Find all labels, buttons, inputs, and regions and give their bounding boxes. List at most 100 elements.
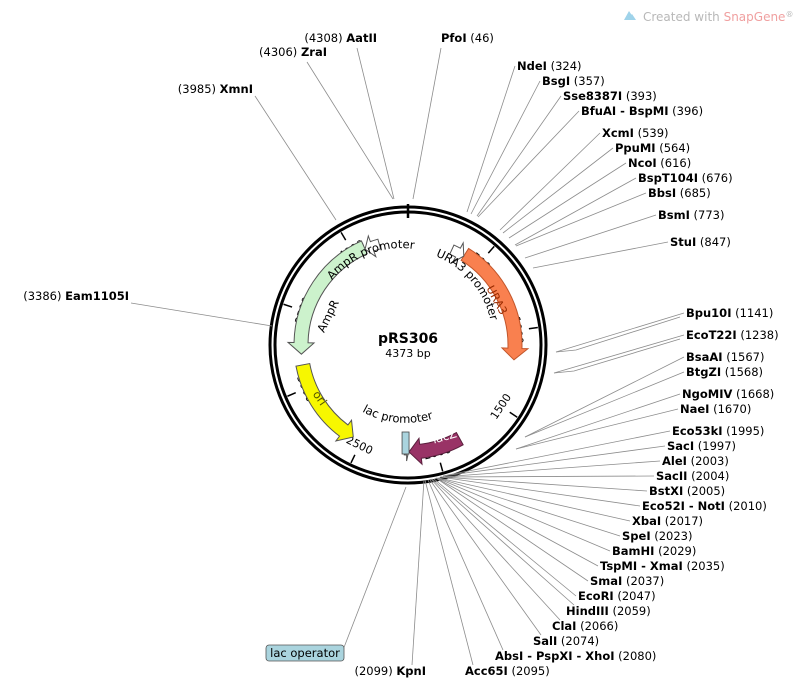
leader-bsmi — [524, 214, 657, 259]
ampr-promoter-arrow — [364, 234, 382, 258]
leader-sacii — [440, 475, 655, 478]
leader-xmni — [254, 95, 337, 221]
leader-stui — [532, 241, 669, 269]
site-ncoi-name: NcoI — [628, 156, 657, 170]
site-hindiii: HindIII (2059) — [566, 604, 651, 618]
site-sali: SalI (2074) — [533, 634, 599, 648]
features — [286, 234, 530, 466]
site-spei: SpeI (2023) — [622, 529, 693, 543]
site-ppumi-pos: (564) — [656, 141, 691, 155]
leader-bspt104i — [514, 177, 637, 246]
leader-bamhi — [436, 477, 611, 552]
tick-2500 — [350, 454, 356, 464]
site-acc65i: Acc65I (2095) — [465, 664, 550, 678]
site-xbai: XbaI (2017) — [632, 514, 703, 528]
site-eam1105i-name: Eam1105I — [65, 289, 129, 303]
leader-alei — [440, 460, 661, 478]
tick-4000 — [340, 231, 347, 241]
site-bpu10i-pos: (1141) — [731, 306, 773, 320]
site-sacii-name: SacII — [656, 469, 687, 483]
site-naei: NaeI (1670) — [680, 402, 751, 416]
site-naei-name: NaeI — [680, 402, 709, 416]
site-absi-pspxi-xhoi-pos: (2080) — [615, 649, 657, 663]
lac-operator-marker — [401, 431, 410, 455]
site-kpni-name: KpnI — [396, 664, 426, 678]
site-bbsi-pos: (685) — [676, 186, 711, 200]
ori-arrow — [295, 362, 354, 442]
site-leader-lines — [130, 47, 685, 666]
ampr-promoter-label: AmpR promoter — [324, 237, 416, 282]
site-bsmi-name: BsmI — [658, 208, 690, 222]
leader-eco53ki — [442, 430, 671, 477]
site-btgzi: BtgZI (1568) — [686, 365, 763, 379]
leader-bstxi — [440, 476, 648, 492]
leader-tspmi-xmai — [435, 477, 599, 567]
site-bsgi: BsgI (357) — [542, 74, 605, 88]
site-sacii-pos: (2004) — [687, 469, 729, 483]
site-ndei-name: NdeI — [517, 59, 547, 73]
site-kpni: (2099) KpnI — [354, 664, 426, 678]
tick-3000 — [287, 392, 297, 397]
site-bsaai: BsaAI (1567) — [686, 350, 764, 364]
snapgene-logo-icon — [624, 11, 636, 20]
site-spei-pos: (2023) — [651, 529, 693, 543]
site-tspmi-xmai-name: TspMI - XmaI — [600, 559, 683, 573]
tick-1000 — [528, 326, 538, 330]
site-eco52i-noti: Eco52I - NotI (2010) — [642, 499, 767, 513]
site-clai: ClaI (2066) — [552, 619, 618, 633]
site-ndei-pos: (324) — [547, 59, 582, 73]
site-ngomiv-name: NgoMIV — [682, 387, 732, 401]
site-bfuai-bspmi-pos: (396) — [668, 104, 703, 118]
leader-pfoi — [412, 47, 442, 200]
leader-ecori — [433, 478, 577, 597]
site-eam1105i-pos: (3386) — [23, 289, 65, 303]
site-bamhi: BamHI (2029) — [612, 544, 696, 558]
site-xbai-pos: (2017) — [661, 514, 703, 528]
site-bsgi-name: BsgI — [542, 74, 570, 88]
watermark-mark: ® — [785, 10, 793, 19]
watermark-prefix: Created with — [643, 10, 724, 24]
site-alei-name: AleI — [662, 454, 687, 468]
leader-smai — [435, 477, 589, 582]
site-spei-name: SpeI — [622, 529, 651, 543]
site-bsgi-pos: (357) — [570, 74, 605, 88]
site-bstxi-pos: (2005) — [683, 484, 725, 498]
site-zrai-name: ZraI — [301, 45, 327, 59]
leader-bsgi — [470, 80, 541, 215]
site-xmni-name: XmnI — [220, 82, 253, 96]
site-alei: AleI (2003) — [662, 454, 729, 468]
leader-xbai — [438, 477, 631, 522]
site-bstxi: BstXI (2005) — [649, 484, 725, 498]
plasmid-name: pRS306 — [378, 331, 438, 347]
site-tspmi-xmai-pos: (2035) — [683, 559, 725, 573]
site-bspt104i: BspT104I (676) — [638, 171, 733, 185]
site-ppumi-name: PpuMI — [615, 141, 656, 155]
leader-sse8387i — [476, 95, 562, 217]
leader-bfuai-bspmi — [477, 110, 580, 218]
site-ecot22i: EcoT22I (1238) — [686, 328, 779, 342]
site-sali-name: SalI — [533, 634, 557, 648]
site-stui-pos: (847) — [696, 235, 731, 249]
site-clai-name: ClaI — [552, 619, 576, 633]
site-bspt104i-pos: (676) — [698, 171, 733, 185]
site-bfuai-bspmi: BfuAI - BspMI (396) — [581, 104, 703, 118]
site-pfoi-pos: (46) — [467, 31, 494, 45]
site-xcmi-pos: (539) — [634, 126, 669, 140]
site-bsaai-name: BsaAI — [686, 350, 723, 364]
site-bstxi-name: BstXI — [649, 484, 683, 498]
site-bbsi: BbsI (685) — [648, 186, 711, 200]
leader-kpni — [411, 479, 425, 666]
site-eco53ki-name: Eco53kI — [672, 424, 723, 438]
site-hindiii-pos: (2059) — [609, 604, 651, 618]
site-hindiii-name: HindIII — [566, 604, 609, 618]
leader-sali — [429, 479, 542, 636]
leader-ncoi — [508, 162, 627, 239]
site-bamhi-name: BamHI — [612, 544, 654, 558]
site-smai-name: SmaI — [590, 574, 622, 588]
site-kpni-pos: (2099) — [354, 664, 396, 678]
ura3-promoter-arrow — [449, 241, 465, 264]
site-bpu10i-name: Bpu10I — [686, 306, 731, 320]
site-absi-pspxi-xhoi: AbsI - PspXI - XhoI (2080) — [495, 649, 656, 663]
site-smai-pos: (2037) — [622, 574, 664, 588]
